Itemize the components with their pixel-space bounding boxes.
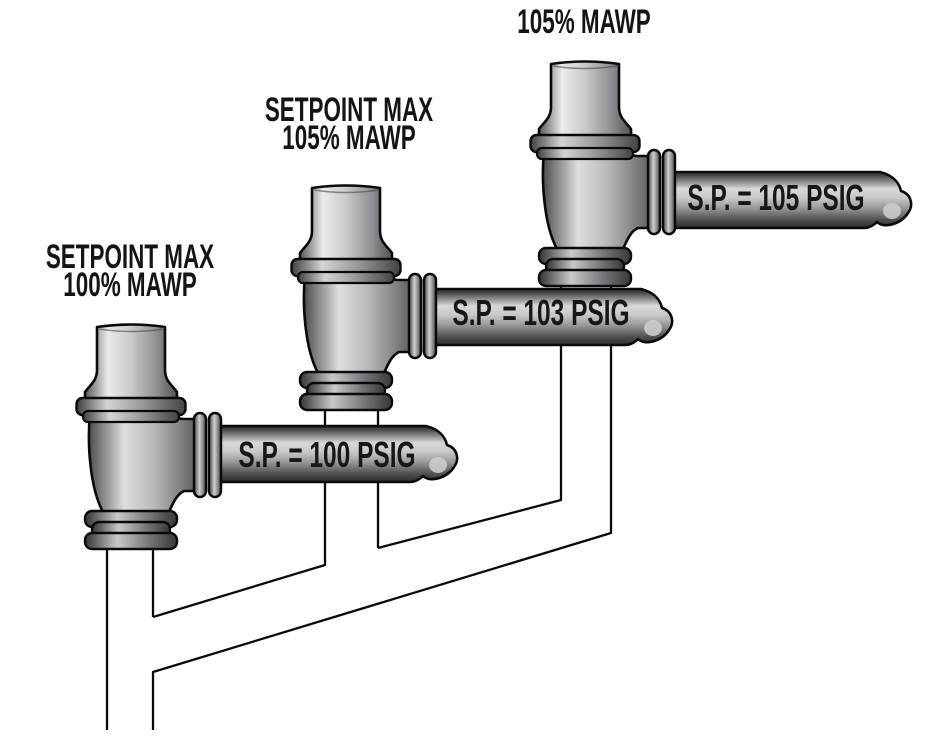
- valve2-title-line2: 105% MAWP: [282, 119, 416, 157]
- relief-valve-103: [290, 184, 438, 412]
- valve3-title-label: 105% MAWP: [517, 3, 651, 41]
- pipe3-setpoint-text: S.P. = 105 PSIG: [687, 177, 865, 218]
- valve3-inlet-right-edge: [151, 283, 613, 730]
- valve2-title-line1: SETPOINT MAX: [264, 91, 434, 129]
- valve1-title-line2: 100% MAWP: [63, 266, 197, 304]
- valve3-title-line1: 105% MAWP: [517, 3, 651, 41]
- relief-valve-100: [75, 323, 223, 551]
- valve1-title-label: SETPOINT MAX 100% MAWP: [45, 238, 215, 304]
- relief-valve-105: [529, 60, 677, 288]
- valve2-title-label: SETPOINT MAX 105% MAWP: [264, 91, 434, 157]
- valve1-title-line1: SETPOINT MAX: [45, 238, 215, 276]
- pipe1-setpoint-text: S.P. = 100 PSIG: [238, 434, 416, 475]
- valve3-inlet-left-edge: [377, 283, 563, 550]
- pipe2-setpoint-text: S.P. = 103 PSIG: [452, 292, 630, 333]
